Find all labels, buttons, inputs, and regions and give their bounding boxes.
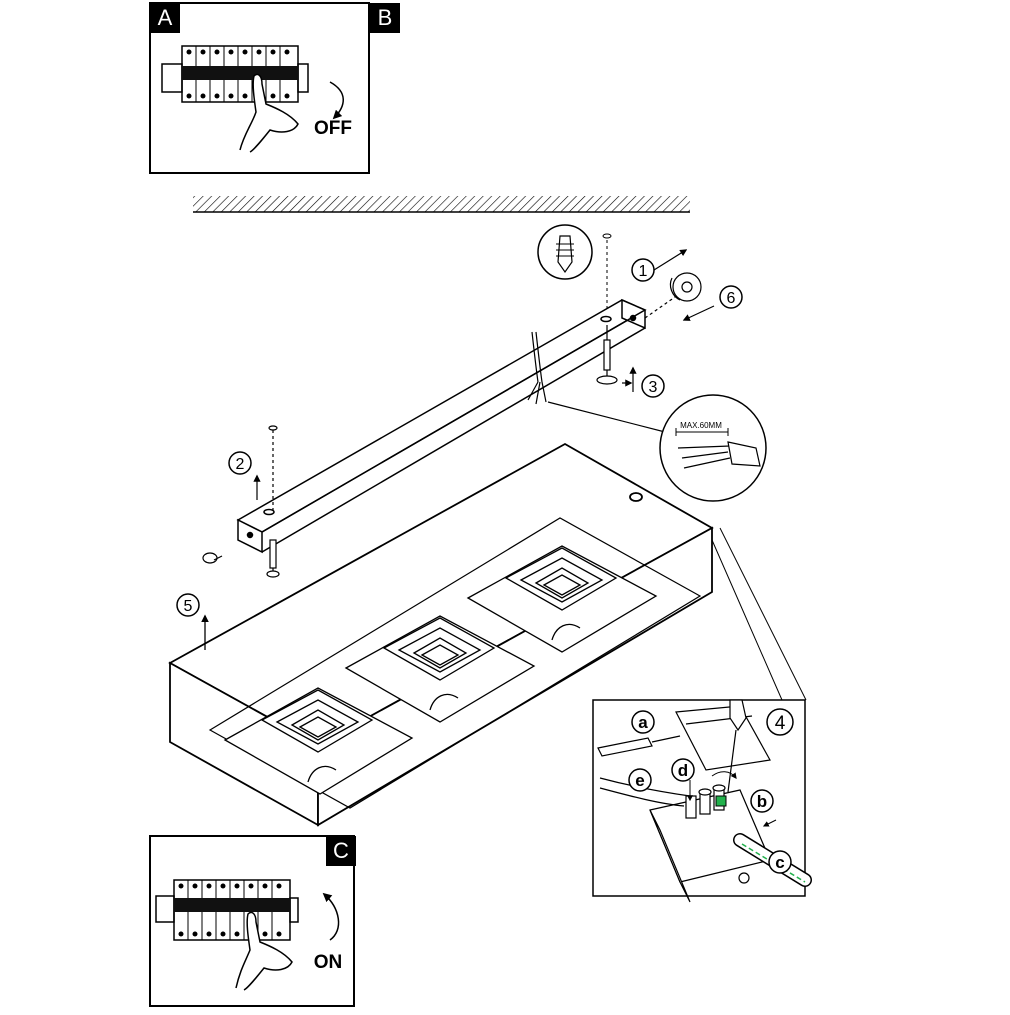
callout-d-label: d — [678, 761, 688, 780]
label-box-a — [150, 3, 180, 33]
callout-e: e — [628, 768, 652, 792]
panel-switch-on: C ON — [149, 835, 356, 1007]
callout-a: a — [631, 710, 655, 734]
panel-frame — [149, 2, 370, 174]
callout-b-label: b — [757, 792, 767, 811]
panel-label-b: B — [378, 5, 393, 30]
earth-terminal — [715, 795, 727, 807]
panel-label-c: C — [333, 838, 349, 863]
screwdriver-icon — [597, 699, 747, 793]
step-1: 1 — [631, 258, 655, 282]
panel-label-a: A — [158, 5, 173, 30]
led-module-1 — [223, 687, 414, 795]
ceiling — [193, 196, 690, 213]
wire-strip-detail: MAX.60MM — [659, 394, 767, 502]
step-1-label: 1 — [639, 263, 648, 280]
mounting-bracket — [236, 298, 647, 554]
max-length-label: MAX.60MM — [680, 421, 722, 430]
step-3: 3 — [641, 374, 665, 398]
off-label: OFF — [314, 118, 352, 139]
panel-switch-off: A B OFF — [149, 2, 400, 174]
on-label: ON — [314, 952, 343, 973]
breaker-panel-icon — [161, 45, 309, 103]
screw-left — [253, 425, 280, 578]
side-screw — [644, 249, 715, 321]
callout-d: d — [671, 758, 695, 782]
step-5-label: 5 — [184, 598, 193, 615]
label-box-c — [326, 836, 356, 866]
ceiling-hatch — [193, 196, 690, 212]
callout-4: 4 — [766, 708, 794, 736]
rotate-arrow-icon — [329, 81, 344, 120]
step-6: 6 — [719, 285, 743, 309]
step-2: 2 — [228, 451, 252, 475]
hand-icon — [235, 911, 293, 991]
hand-icon — [239, 73, 299, 153]
bracket-end-right — [621, 298, 646, 330]
cable-entry-hole — [629, 492, 643, 502]
step-3-label: 3 — [649, 379, 658, 396]
mains-cable — [527, 331, 666, 433]
breaker-panel-icon — [155, 879, 299, 941]
callout-a-label: a — [638, 713, 648, 732]
step-4-label: 4 — [775, 713, 786, 734]
step-6-label: 6 — [727, 290, 736, 307]
screw-right — [596, 325, 637, 392]
step-5: 5 — [176, 593, 200, 617]
step-2-label: 2 — [236, 456, 245, 473]
terminal-detail: a 4 d e b c — [592, 699, 812, 903]
callout-line-a — [711, 539, 783, 701]
wall-plug-icon — [557, 235, 573, 274]
callout-c-label: c — [775, 853, 784, 872]
callout-e-label: e — [635, 771, 644, 790]
callout-line-b — [719, 527, 807, 701]
led-module-2 — [344, 615, 536, 723]
callout-c: c — [768, 850, 792, 874]
panel-frame-c — [149, 835, 355, 1007]
loose-screw-icon — [202, 552, 223, 564]
led-module-3 — [466, 545, 658, 653]
rotate-arrow-icon — [322, 892, 340, 941]
wire-e — [599, 787, 685, 807]
callout-b: b — [750, 789, 774, 813]
wall-plug-detail — [537, 224, 612, 325]
label-box-b — [370, 3, 400, 33]
